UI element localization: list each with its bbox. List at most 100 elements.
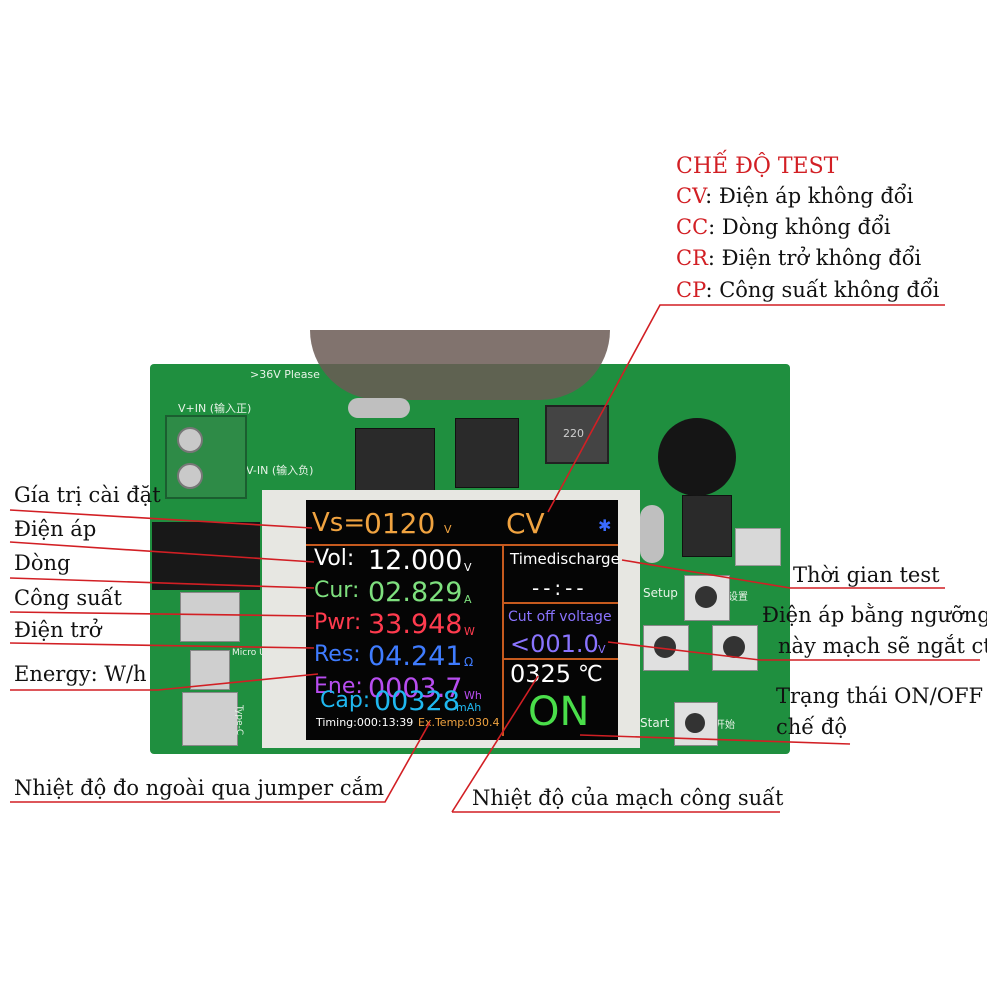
mode-cr-annotation: CR: Điện trở không đổi [676,248,921,269]
mode-cp-annotation: CP: Công suất không đổi [676,280,939,301]
mode-cc-annotation: CC: Dòng không đổi [676,217,891,238]
ene-label: Ene: [314,674,363,699]
time-discharge-label: Timedischarge [510,550,620,568]
divider-line [504,602,618,604]
cutoff-label: Cut off voltage [508,609,612,625]
silk-warning: >36V Please [250,368,320,381]
silk-micro-usb: Micro USB [232,648,278,658]
voltage-annotation: Điện áp [14,517,97,541]
micro-usb-port [735,528,781,566]
ic-chip [455,418,519,488]
temp-value: 0325 [510,660,572,688]
ene-value: 0003.7 [368,673,463,704]
leader-line-energy [10,673,319,691]
vol-label: Vol: [314,546,355,571]
silk-type-c: Type-C [234,705,244,736]
heatsink-fan [310,330,610,400]
mode-cc-code: CC [676,215,709,239]
leader-line-ext-temp [10,721,431,803]
leader-line-current [9,577,315,589]
state-value: ON [528,689,590,735]
cap-value: 00328 [374,686,460,717]
mini-usb-port [180,592,240,642]
energy-annotation: Energy: W/h [14,662,147,686]
buzzer [658,418,736,496]
res-value: 04.241 [368,641,463,672]
leader-line-voltage [9,541,315,563]
vol-value: 12.000 [368,545,463,576]
onoff-annotation-line2: chế độ [776,715,847,739]
onoff-annotation-line1: Trạng thái ON/OFF [776,684,984,708]
cur-label: Cur: [314,578,360,603]
leader-line-power-temp-diag [451,675,539,813]
res-label: Res: [314,642,361,667]
mode-cv-desc: : Điện áp không đổi [705,184,914,208]
res-unit: Ω [464,655,474,669]
set-value-annotation: Gía trị cài đặt [14,483,161,507]
ext-temp-annotation: Nhiệt độ đo ngoài qua jumper cắm [14,776,385,800]
silk-setup-cn: 设置 [728,592,748,603]
cutoff-value: <001.0 [510,630,599,658]
bluetooth-icon: ✱ [598,516,612,535]
cutoff-annotation-line2: này mạch sẽ ngắt ct [778,634,987,658]
current-annotation: Dòng [14,551,71,575]
test-mode-title: CHẾ ĐỘ TEST [676,154,839,179]
ic-chip [355,428,435,492]
power-temp-annotation: Nhiệt độ của mạch công suất [472,786,784,810]
pwr-value: 33.948 [368,609,463,640]
leader-line-power [9,611,315,617]
cur-unit: A [464,593,472,606]
resistance-annotation: Điện trở [14,618,102,642]
vs-label: Vs= [312,508,366,538]
mode-cp-code: CP [676,278,706,302]
barrel-jack [152,522,260,590]
inductor: 220 [545,405,609,464]
setup-button[interactable] [684,575,730,621]
screw-icon [177,427,203,453]
temp-unit: ℃ [578,662,603,687]
ext-temp-readout: Ex.Temp:030.4 [418,716,500,729]
silk-vin-positive: V+IN (输入正) [178,402,252,415]
leader-line-resistance [9,642,315,649]
silk-vin-negative: V-IN (输入负) [246,464,314,477]
silk-setup: Setup [643,586,678,600]
leader-line-test-time [621,559,945,589]
mode-cv-code: CV [676,184,706,208]
silk-start: Start [640,716,670,730]
cur-value: 02.829 [368,577,463,608]
type-c-port [182,692,238,746]
divider-line [502,546,504,736]
crystal [640,505,664,563]
mode-value: CV [506,507,545,540]
test-time-annotation: Thời gian test [793,563,940,587]
ene-unit: Wh [464,689,482,702]
pwr-label: Pwr: [314,610,362,635]
lcd-screen: Vs= 0120 V CV ✱ Vol: 12.000 V Cur: 02.82… [306,500,620,740]
power-annotation: Công suất [14,586,122,610]
increase-button[interactable] [712,625,758,671]
cap-unit: mAh [456,701,482,714]
screw-icon [177,463,203,489]
mode-cv-annotation: CV: Điện áp không đổi [676,186,913,207]
time-discharge-value: --:-- [532,576,588,600]
vol-unit: V [464,561,472,574]
crystal [348,398,410,418]
silk-start-cn: 开始 [715,720,735,731]
mode-cr-desc: : Điện trở không đổi [707,246,922,270]
vs-unit: V [444,523,452,536]
divider-line [504,658,618,660]
mode-cr-code: CR [676,246,708,270]
leader-line-onoff [579,734,851,745]
inductor-label: 220 [563,427,584,440]
decrease-button[interactable] [643,625,689,671]
cutoff-unit: V [598,643,606,656]
mode-cc-desc: : Dòng không đổi [708,215,891,239]
mode-cp-desc: : Công suất không đổi [705,278,940,302]
leader-line-cutoff [607,641,980,661]
divider-line [306,544,618,546]
leader-line-test-mode [547,304,945,513]
cap-label: Cap: [320,688,371,713]
pwr-unit: W [464,625,475,638]
timing-readout: Timing:000:13:39 [316,716,414,729]
